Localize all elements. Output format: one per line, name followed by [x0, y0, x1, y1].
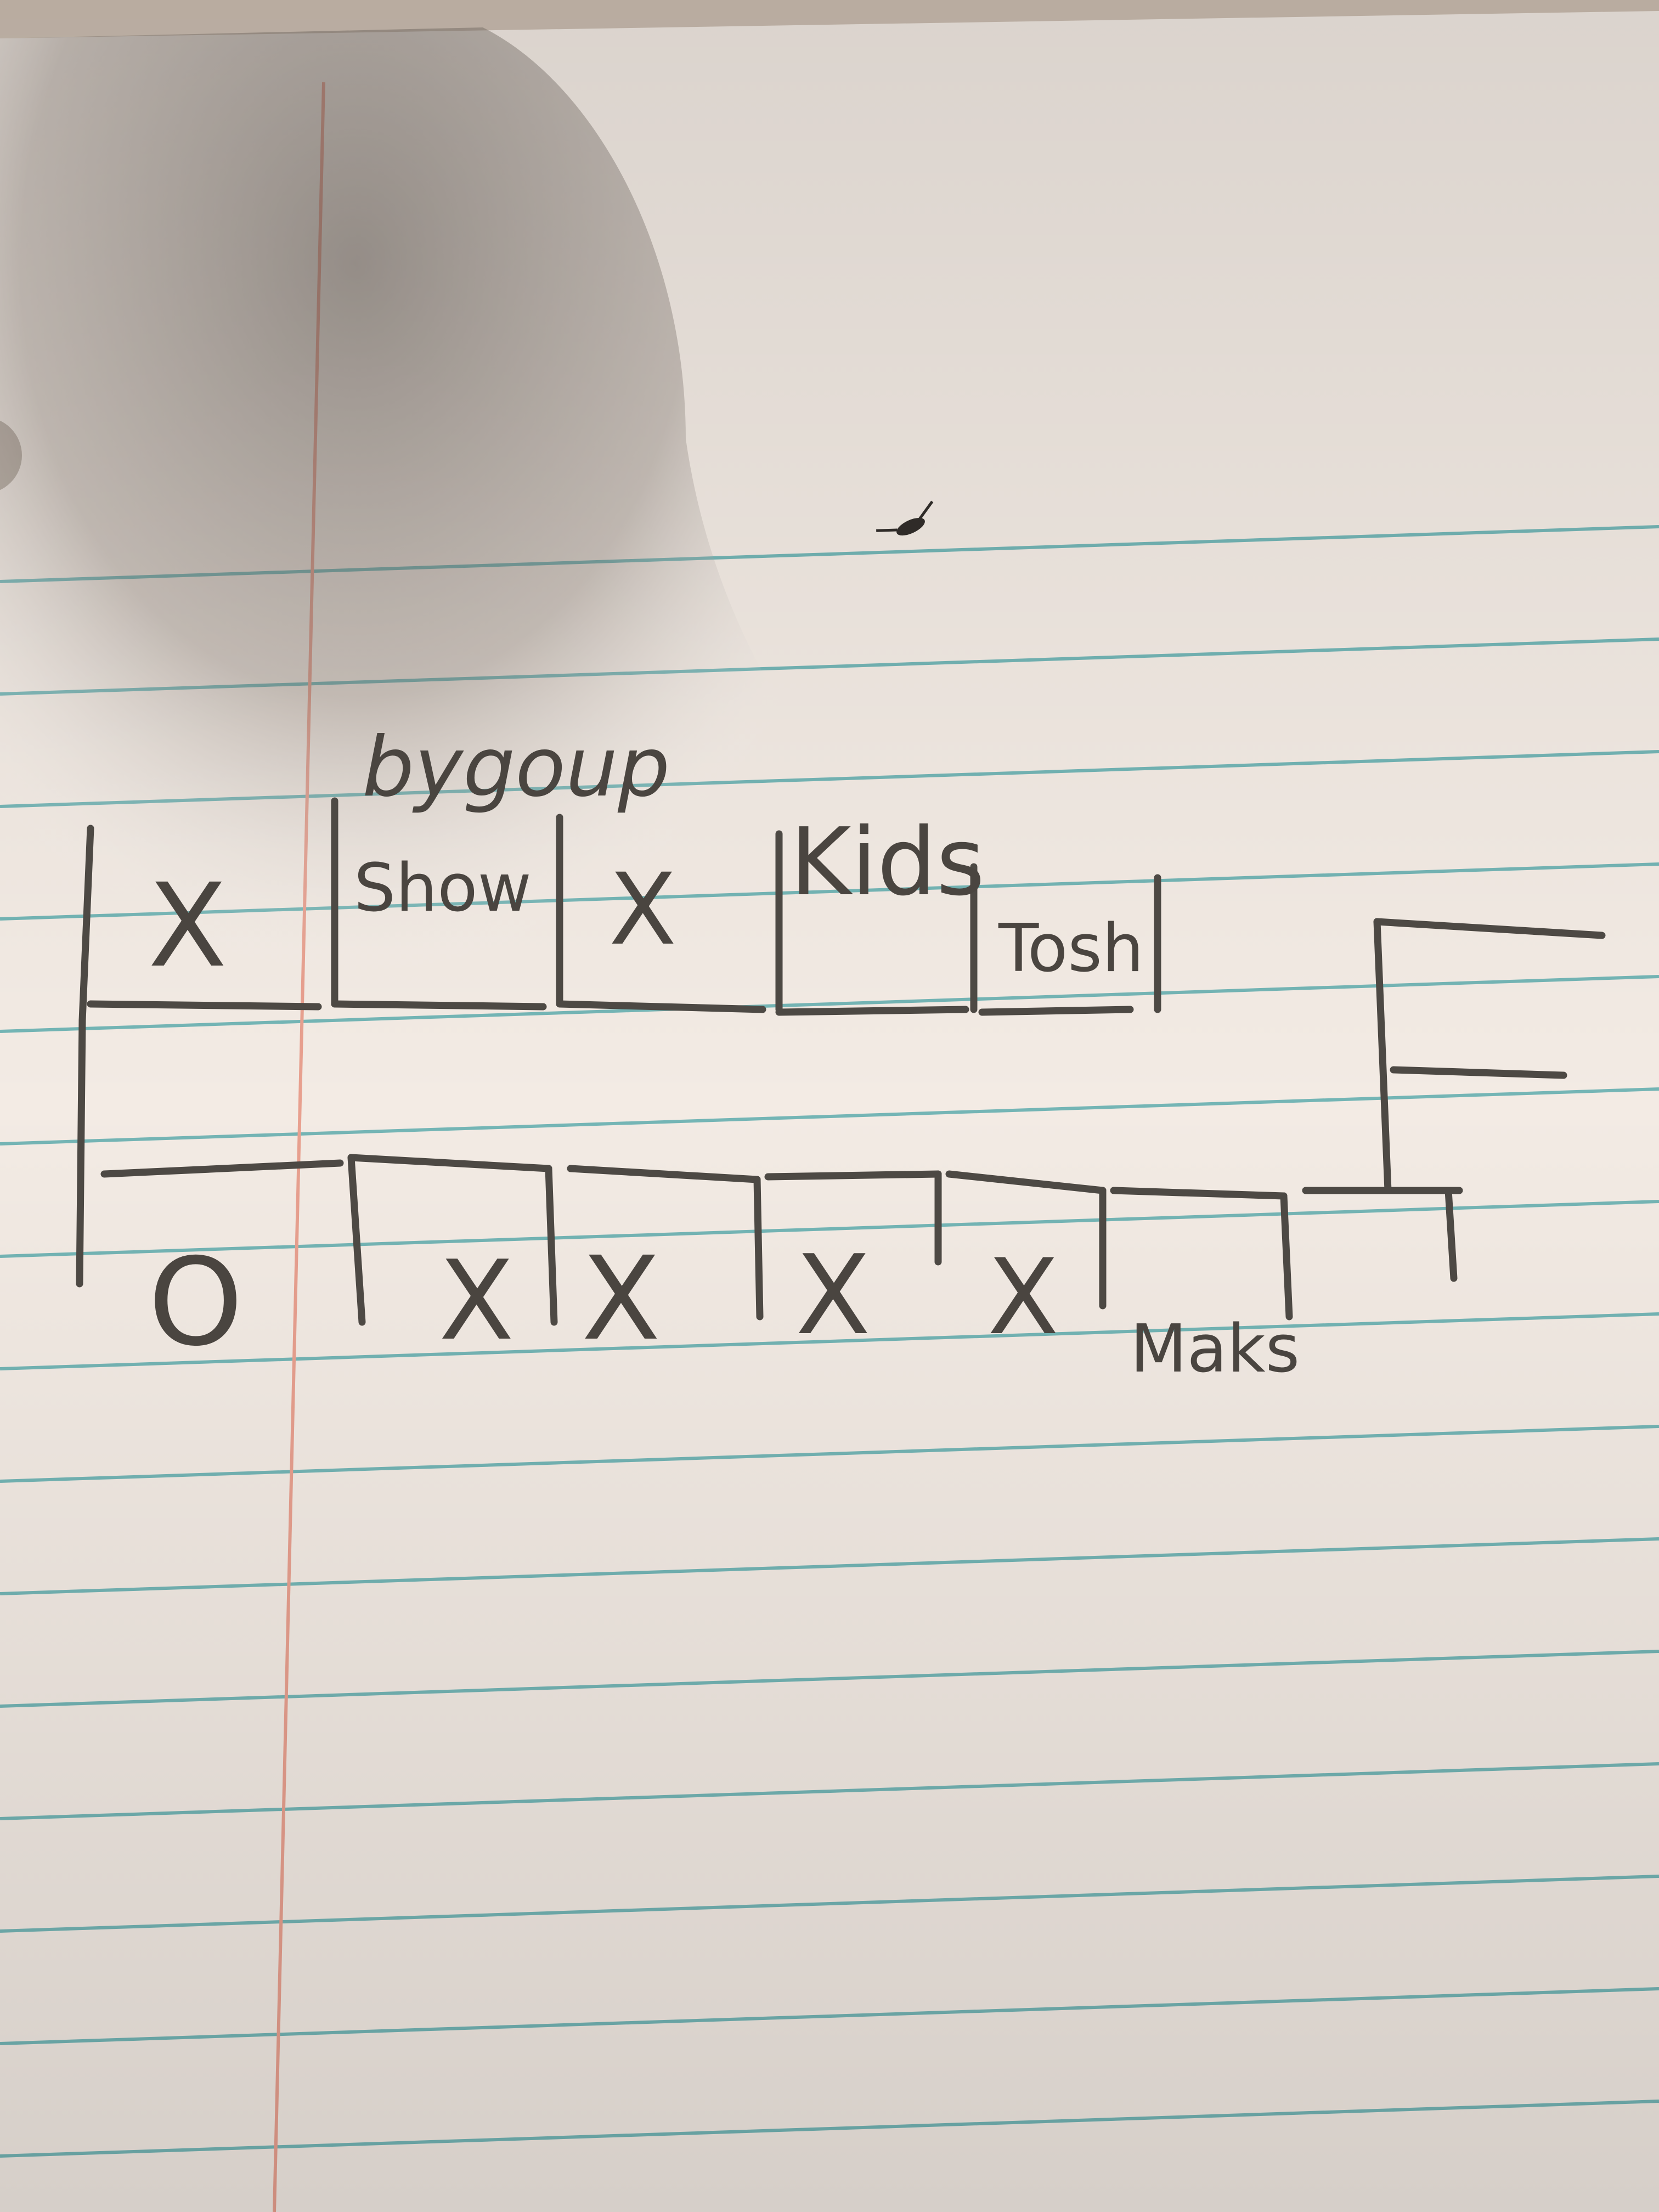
bottom-cell-2-mark: X	[439, 1237, 514, 1365]
top-cell-1-mark: X	[148, 859, 227, 993]
bottom-cell-1-mark: O	[148, 1232, 243, 1373]
top-row-base	[87, 1000, 1134, 1016]
top-row-labels: X bygoup Show X Kids Tosh	[148, 720, 1144, 993]
bottom-cell-4-mark: X	[795, 1232, 871, 1359]
pencil-sketch	[76, 797, 1606, 1326]
spine-line	[76, 1017, 86, 1288]
top-cell-2-sub: Show	[354, 850, 532, 927]
bottom-divider-3	[753, 1176, 764, 1321]
bottom-divider-7	[1444, 1187, 1458, 1282]
top-cell-2-mark: bygoup	[362, 720, 670, 815]
bottom-cell-3-mark: X	[582, 1232, 661, 1366]
top-cell-4-mark: Kids	[790, 808, 985, 917]
bottom-cell-5-mark: X	[988, 1237, 1059, 1358]
flag-icon	[1373, 918, 1606, 1194]
bottom-cell-6-mark: Maks	[1130, 1311, 1300, 1387]
top-cell-5-mark: Tosh	[998, 911, 1144, 987]
bottom-row-labels: O X X X X Maks	[148, 1232, 1300, 1387]
bottom-row-top-edge	[100, 1154, 1463, 1200]
bottom-divider-2	[545, 1165, 558, 1326]
bottom-divider-6	[1280, 1192, 1293, 1321]
insect-icon	[876, 500, 934, 536]
top-row-left-edge	[78, 825, 94, 1024]
bottom-divider-1	[347, 1154, 366, 1326]
top-cell-3-mark: X	[609, 853, 676, 967]
